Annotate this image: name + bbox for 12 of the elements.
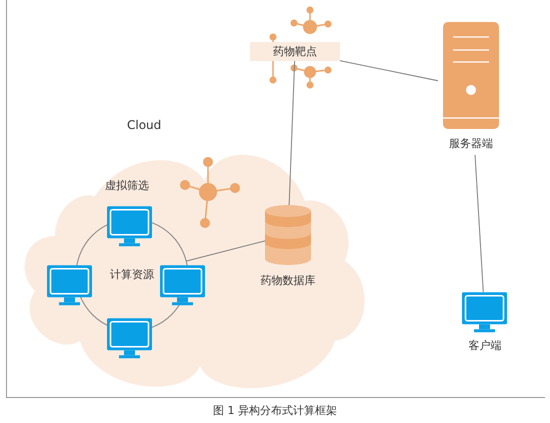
label-box: 药物靶点 [250,42,340,61]
node-label: 药物数据库 [260,273,316,289]
node-label: 客户端 [468,338,502,354]
text-label: 虚拟筛选 [105,178,150,194]
connector-line [186,240,266,262]
connector-line [340,60,438,82]
cloud-label: Cloud [127,118,162,134]
caption: 图 1 异构分布式计算框架 [212,403,338,418]
node-label: 服务器端 [448,136,494,152]
connector-line [474,154,484,292]
node-label: 计算资源 [109,267,155,283]
connector-line [288,60,296,206]
